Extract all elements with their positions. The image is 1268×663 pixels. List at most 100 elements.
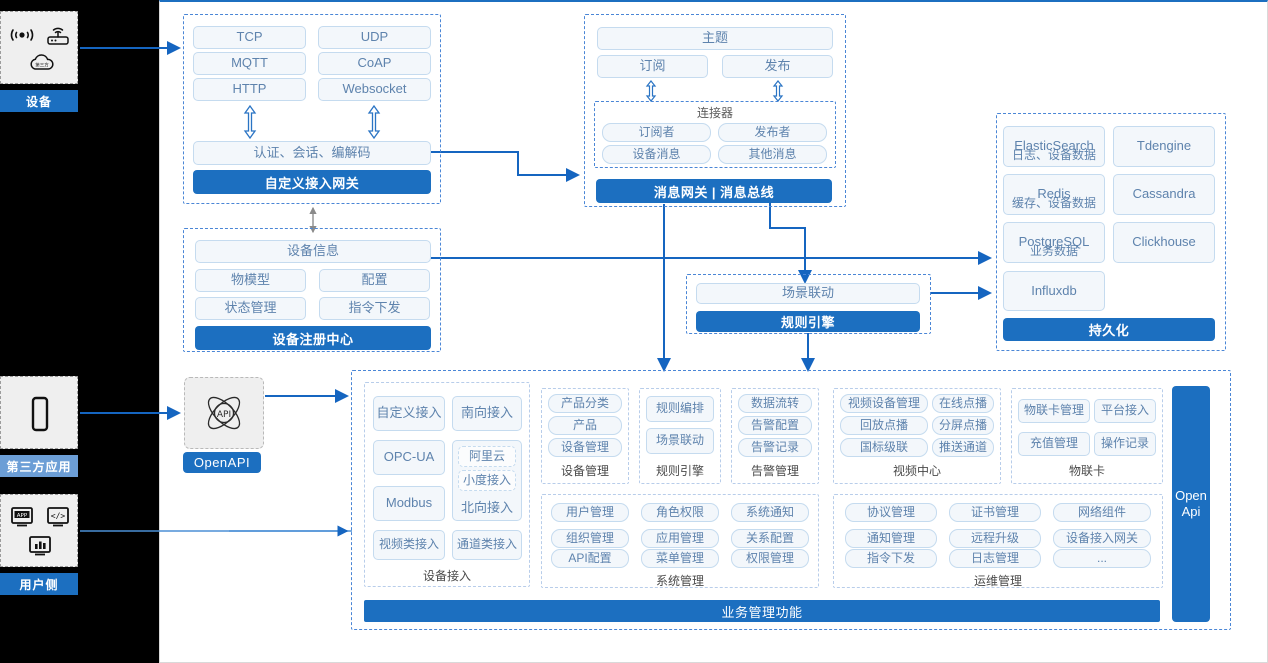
om-protocol-management[interactable]: 协议管理	[845, 503, 937, 522]
access-video[interactable]: 视频类接入	[373, 530, 445, 560]
re-rule-orchestration[interactable]: 规则编排	[646, 396, 714, 422]
cloud-icon: 第三方	[30, 54, 54, 70]
svg-text:</>: </>	[51, 512, 66, 521]
dm-product[interactable]: 产品	[548, 416, 622, 435]
actor-user-side: APP </> 用户侧	[0, 494, 78, 595]
rule-engine-bar[interactable]: 规则引擎	[696, 311, 920, 332]
sm-permission-management[interactable]: 权限管理	[731, 549, 809, 568]
am-alarm-record[interactable]: 告警记录	[738, 438, 812, 457]
ic-operation-record[interactable]: 操作记录	[1094, 432, 1156, 456]
actor-third-party-label: 第三方应用	[0, 455, 78, 477]
vc-video-device-management[interactable]: 视频设备管理	[840, 394, 928, 413]
sm-menu-management[interactable]: 菜单管理	[641, 549, 719, 568]
ic-card-management[interactable]: 物联卡管理	[1018, 399, 1090, 423]
connector-device-message[interactable]: 设备消息	[602, 145, 711, 164]
om-notification-management[interactable]: 通知管理	[845, 529, 937, 548]
om-command-dispatch[interactable]: 指令下发	[845, 549, 937, 568]
om-network-component[interactable]: 网络组件	[1053, 503, 1151, 522]
access-southbound[interactable]: 南向接入	[452, 396, 522, 431]
om-certificate-management[interactable]: 证书管理	[949, 503, 1041, 522]
ops-management-title: 运维管理	[973, 573, 1022, 588]
access-channel[interactable]: 通道类接入	[452, 530, 522, 560]
state-management-pill[interactable]: 状态管理	[195, 297, 306, 320]
om-log-management[interactable]: 日志管理	[949, 549, 1041, 568]
vc-gb-cascade[interactable]: 国标级联	[840, 438, 928, 457]
access-custom[interactable]: 自定义接入	[373, 396, 445, 431]
am-data-flow[interactable]: 数据流转	[738, 394, 812, 413]
protocol-mqtt[interactable]: MQTT	[193, 52, 306, 75]
store-postgresql[interactable]: PostgreSQL	[1003, 222, 1105, 263]
access-opcua[interactable]: OPC-UA	[373, 440, 445, 475]
alarm-management-title: 告警管理	[750, 463, 799, 478]
subscribe-pill[interactable]: 订阅	[597, 55, 708, 78]
user-side-icon-box: APP </>	[0, 494, 78, 567]
vc-live-vod[interactable]: 在线点播	[932, 394, 994, 413]
openapi-node-label[interactable]: OpenAPI	[183, 452, 261, 473]
access-xiaodu[interactable]: 小度接入	[458, 470, 516, 491]
svg-text:第三方: 第三方	[35, 62, 49, 69]
sm-api-config[interactable]: API配置	[551, 549, 629, 568]
access-aliyun[interactable]: 阿里云	[458, 446, 516, 467]
om-more[interactable]: ...	[1053, 549, 1151, 568]
thing-model-pill[interactable]: 物模型	[195, 269, 306, 292]
store-tdengine[interactable]: Tdengine	[1113, 126, 1215, 167]
device-info-pill[interactable]: 设备信息	[195, 240, 431, 263]
config-pill[interactable]: 配置	[319, 269, 430, 292]
ic-platform-access[interactable]: 平台接入	[1094, 399, 1156, 423]
protocol-coap[interactable]: CoAP	[318, 52, 431, 75]
re-scene-linkage[interactable]: 场景联动	[646, 428, 714, 454]
access-modbus[interactable]: Modbus	[373, 486, 445, 521]
connector-other-message[interactable]: 其他消息	[718, 145, 827, 164]
connector-title: 连接器	[696, 105, 733, 120]
sm-user-management[interactable]: 用户管理	[551, 503, 629, 522]
protocol-udp[interactable]: UDP	[318, 26, 431, 49]
svg-text:APP: APP	[17, 513, 28, 519]
vc-split-screen-vod[interactable]: 分屏点播	[932, 416, 994, 435]
sm-app-management[interactable]: 应用管理	[641, 529, 719, 548]
device-icon-box: 第三方	[0, 11, 78, 84]
publish-pill[interactable]: 发布	[722, 55, 833, 78]
iot-card-title: 物联卡	[1068, 463, 1105, 478]
device-access-group	[364, 382, 530, 587]
protocol-tcp[interactable]: TCP	[193, 26, 306, 49]
store-cassandra[interactable]: Cassandra	[1113, 174, 1215, 215]
scene-linkage-pill[interactable]: 场景联动	[696, 283, 920, 304]
openapi-vertical-bar[interactable]: Open Api	[1172, 386, 1210, 622]
business-management-bar[interactable]: 业务管理功能	[364, 600, 1160, 622]
store-elasticsearch[interactable]: ElasticSearch	[1003, 126, 1105, 167]
sm-org-management[interactable]: 组织管理	[551, 529, 629, 548]
auth-session-codec[interactable]: 认证、会话、编解码	[193, 141, 431, 165]
openapi-bar-line1: Open	[1175, 487, 1207, 503]
svg-text:API: API	[217, 410, 231, 420]
store-influxdb[interactable]: Influxdb	[1003, 271, 1105, 311]
store-redis[interactable]: Redis	[1003, 174, 1105, 215]
sm-system-notice[interactable]: 系统通知	[731, 503, 809, 522]
sm-role-permission[interactable]: 角色权限	[641, 503, 719, 522]
protocol-http[interactable]: HTTP	[193, 78, 306, 101]
store-clickhouse[interactable]: Clickhouse	[1113, 222, 1215, 263]
persistence-bar[interactable]: 持久化	[1003, 318, 1215, 341]
custom-access-gateway-bar[interactable]: 自定义接入网关	[193, 170, 431, 194]
om-remote-upgrade[interactable]: 远程升级	[949, 529, 1041, 548]
bidirectional-arrow-icon-left	[243, 104, 257, 140]
vc-playback-vod[interactable]: 回放点播	[840, 416, 928, 435]
device-registry-bar[interactable]: 设备注册中心	[195, 326, 431, 350]
dm-device-management[interactable]: 设备管理	[548, 438, 622, 457]
dm-product-category[interactable]: 产品分类	[548, 394, 622, 413]
connector-subscriber[interactable]: 订阅者	[602, 123, 711, 142]
third-party-icon-box	[0, 376, 78, 449]
topic-pill[interactable]: 主题	[597, 27, 833, 50]
message-gateway-group	[584, 14, 846, 207]
connector-group	[594, 101, 836, 168]
connector-publisher[interactable]: 发布者	[718, 123, 827, 142]
am-alarm-config[interactable]: 告警配置	[738, 416, 812, 435]
app-window-icon: APP	[11, 507, 33, 527]
alarm-management-group	[731, 388, 819, 484]
protocol-websocket[interactable]: Websocket	[318, 78, 431, 101]
sm-relation-config[interactable]: 关系配置	[731, 529, 809, 548]
command-dispatch-pill[interactable]: 指令下发	[319, 297, 430, 320]
ic-recharge-management[interactable]: 充值管理	[1018, 432, 1090, 456]
message-gateway-bar[interactable]: 消息网关 | 消息总线	[596, 179, 832, 203]
om-device-access-gateway[interactable]: 设备接入网关	[1053, 529, 1151, 548]
vc-push-channel[interactable]: 推送通道	[932, 438, 994, 457]
